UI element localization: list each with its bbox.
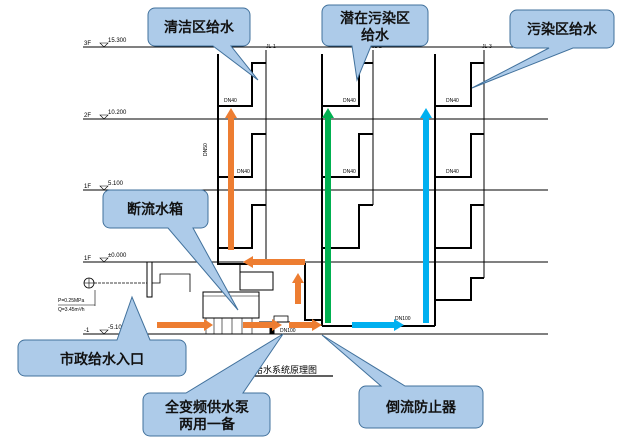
elevation-mark-icon	[99, 257, 109, 263]
elevation-label: -5.100	[108, 325, 126, 331]
pipe-size-label: DN50	[203, 143, 209, 156]
elevation-label: ±0.000	[108, 253, 127, 259]
arrow-right-icon	[312, 319, 322, 331]
arrow-right-icon	[272, 319, 282, 331]
callout-clean-zone	[147, 7, 259, 81]
callout-text: 潜在污染区	[340, 10, 410, 27]
arrow-right-icon	[204, 319, 213, 331]
elevation-mark-icon	[99, 114, 109, 120]
riser-label: JL-2	[372, 44, 382, 50]
pipe-size-label: DN40	[237, 169, 250, 175]
arrow-right-icon	[289, 322, 313, 328]
arrow-left-icon	[253, 259, 305, 265]
riser-label: JL-3	[482, 44, 492, 50]
arrow-right-icon	[157, 322, 205, 328]
arrow-up-icon	[322, 108, 334, 118]
pipe-annotations: JL-1 JL-2 JL-3 DN40 DN40 DN40 DN40 DN40 …	[58, 44, 492, 334]
arrow-right-icon	[394, 319, 404, 331]
arrow-up-icon	[295, 282, 301, 304]
callout-contaminated-zone	[471, 9, 615, 89]
callout-break-tank	[102, 189, 239, 311]
callout-semi-contaminated-zone	[321, 4, 429, 82]
arrow-up-icon	[225, 108, 237, 118]
semi-contaminated-flow-arrow	[322, 108, 334, 323]
pipe-size-label: DN40	[446, 169, 459, 175]
inlet-pressure-label: P=0.25MPa	[58, 298, 84, 304]
callout-text: 断流水箱	[127, 201, 183, 218]
arrow-up-icon	[420, 108, 432, 118]
elevation-label: 5.100	[108, 181, 124, 187]
elevation-mark-icon	[99, 185, 109, 191]
pipe-size-label: DN40	[224, 98, 237, 104]
flow-arrows	[157, 108, 432, 331]
callouts	[17, 4, 615, 437]
pipe-size-label: DN100	[280, 328, 296, 334]
floor-label: 3F	[84, 41, 91, 47]
floor-label: 2F	[84, 113, 91, 119]
callout-pumps	[142, 333, 284, 437]
inlet-flow-label: Q=3.45m³/h	[58, 307, 85, 313]
contaminated-flow-arrows	[352, 108, 432, 331]
level-markers: 3F 15.300 2F 10.200 1F 5.100 1F ±0.000 -…	[84, 38, 127, 335]
callout-text: 清洁区给水	[164, 19, 235, 36]
callout-backflow-preventer	[321, 334, 484, 429]
callout-municipal-inlet	[17, 295, 187, 377]
arrow-up-icon	[292, 273, 304, 283]
elevation-mark-icon	[99, 329, 109, 335]
callout-text: 全变频供水泵	[164, 399, 249, 416]
pipe-size-label: DN40	[343, 98, 356, 104]
elevation-label: 15.300	[108, 38, 127, 44]
callout-text: 两用一备	[179, 416, 236, 433]
arrow-left-icon	[243, 256, 253, 268]
riser-label: JL-1	[266, 44, 276, 50]
elevation-mark-icon	[99, 42, 109, 48]
callout-text: 污染区给水	[527, 21, 598, 38]
elevation-label: 10.200	[108, 110, 127, 116]
callout-text: 倒流防止器	[385, 399, 457, 416]
floor-label: -1	[84, 328, 90, 334]
pipe-size-label: DN40	[446, 98, 459, 104]
arrow-up-icon	[228, 118, 234, 250]
clean-flow-arrows	[157, 108, 322, 331]
pipe-size-label: DN40	[343, 169, 356, 175]
arrow-right-icon	[243, 322, 273, 328]
floor-label: 1F	[84, 184, 91, 190]
floor-label: 1F	[84, 256, 91, 262]
pipe-size-label: DN100	[395, 316, 411, 322]
callout-text: 给水	[361, 27, 390, 44]
callout-text: 市政给水入口	[60, 351, 144, 368]
